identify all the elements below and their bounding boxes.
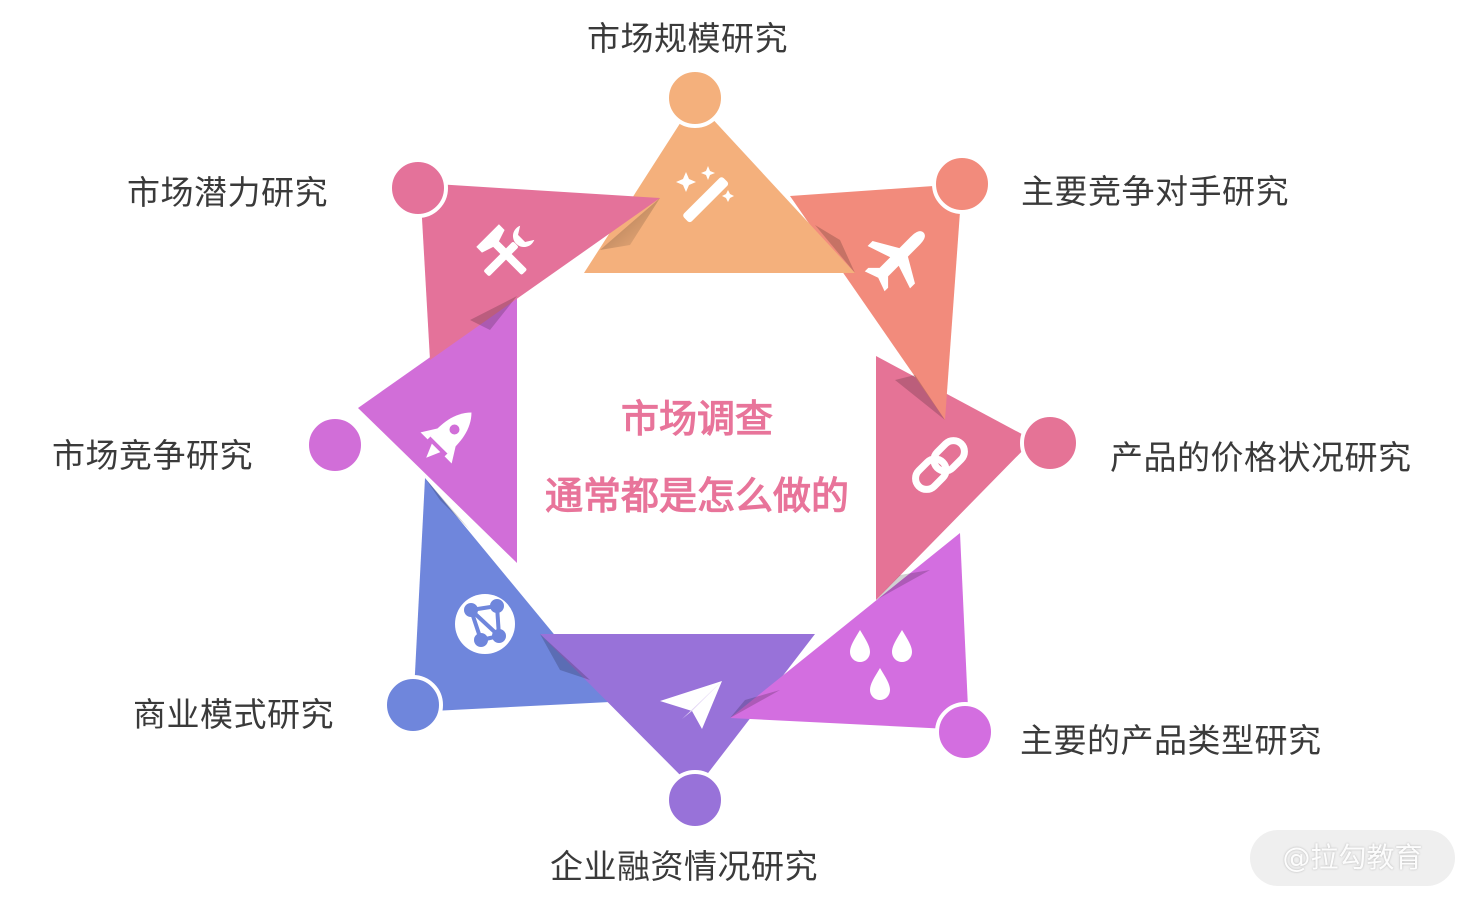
- fold-shadow: [600, 198, 660, 250]
- segment-triangle-4: [540, 634, 815, 790]
- fold-shadow: [815, 225, 855, 273]
- fold-shadow: [470, 296, 517, 330]
- node-circle-4: [665, 770, 725, 830]
- segment-label-7: 市场潜力研究: [127, 173, 328, 212]
- node-circle-6: [305, 415, 365, 475]
- segment-triangle-3: [730, 533, 969, 730]
- water-drops-icon: [850, 630, 912, 700]
- center-title-line2: 通常都是怎么做的: [544, 474, 849, 518]
- node-circle-5: [383, 675, 443, 735]
- segment-label-4: 企业融资情况研究: [550, 847, 818, 886]
- segment-label-3: 主要的产品类型研究: [1020, 721, 1322, 760]
- node-circle-1: [932, 154, 992, 214]
- segment-label-1: 主要竞争对手研究: [1021, 172, 1289, 211]
- segment-triangle-7: [420, 183, 660, 360]
- link-icon: [912, 437, 968, 493]
- segment-triangle-2: [876, 356, 1033, 600]
- segment-label-6: 市场竞争研究: [52, 436, 253, 475]
- node-circle-3: [935, 702, 995, 762]
- tools-icon: [476, 224, 535, 276]
- segment-label-5: 商业模式研究: [133, 695, 334, 734]
- rocket-icon: [420, 412, 472, 464]
- segment-label-2: 产品的价格状况研究: [1110, 438, 1412, 477]
- segment-label-0: 市场规模研究: [587, 19, 788, 58]
- fold-shadow: [895, 375, 945, 420]
- node-circle-2: [1020, 413, 1080, 473]
- node-circle-0: [665, 68, 725, 128]
- fold-shadow: [730, 690, 780, 718]
- paper-plane-icon: [660, 681, 722, 729]
- airplane-icon: [864, 231, 925, 292]
- center-title-line1: 市场调查: [620, 397, 773, 441]
- fold-shadow: [876, 570, 930, 600]
- fold-shadow: [425, 478, 470, 530]
- magic-wand-icon: [676, 166, 734, 223]
- globe-network-icon: [455, 594, 515, 654]
- fold-shadow: [540, 634, 590, 680]
- node-circle-7: [388, 158, 448, 218]
- watermark: @拉勾教育: [1250, 830, 1455, 886]
